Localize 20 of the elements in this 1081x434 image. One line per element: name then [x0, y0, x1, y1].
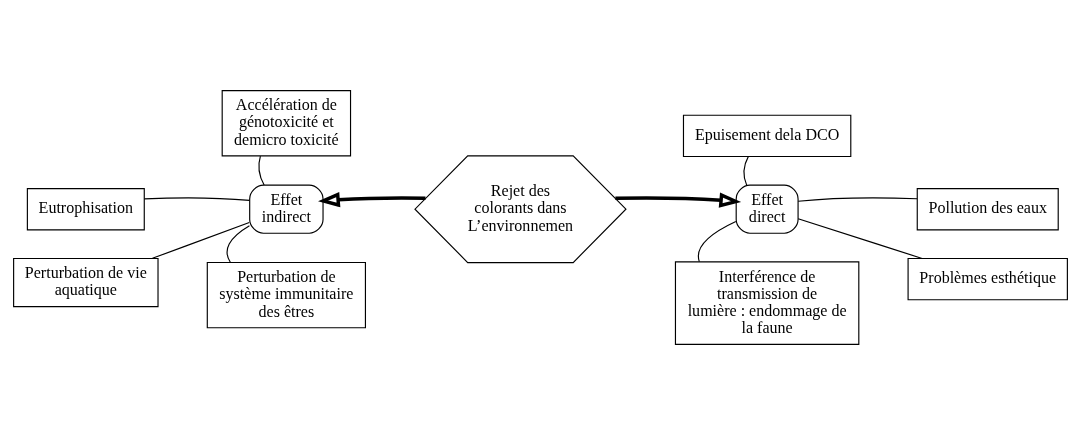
- node-box: Accélération de génotoxicité et demicro toxicité: [221, 89, 352, 156]
- node-box: Perturbation de vie aquatique: [13, 257, 159, 307]
- node-box: Eutrophisation: [26, 187, 145, 230]
- connector: [258, 155, 265, 186]
- node-box: Problèmes esthétique: [907, 257, 1068, 300]
- connector: [797, 217, 923, 259]
- node-box: Effet indirect: [249, 184, 324, 234]
- node-box: Epuisement dela DCO: [682, 114, 852, 157]
- connector: [143, 196, 251, 201]
- connector: [226, 224, 250, 263]
- node-box: Pollution des eaux: [916, 187, 1059, 230]
- connector: [743, 155, 749, 186]
- node-box: Effet direct: [735, 184, 799, 234]
- node-box: Perturbation de système immunitaire des êtres: [206, 261, 366, 328]
- arrow: [318, 191, 426, 207]
- connector: [151, 221, 250, 259]
- node-box: Interférence de transmission de lumière : endommage de la faune: [674, 260, 860, 345]
- connector: [797, 196, 918, 202]
- connector: [697, 220, 737, 262]
- arrow: [615, 192, 742, 208]
